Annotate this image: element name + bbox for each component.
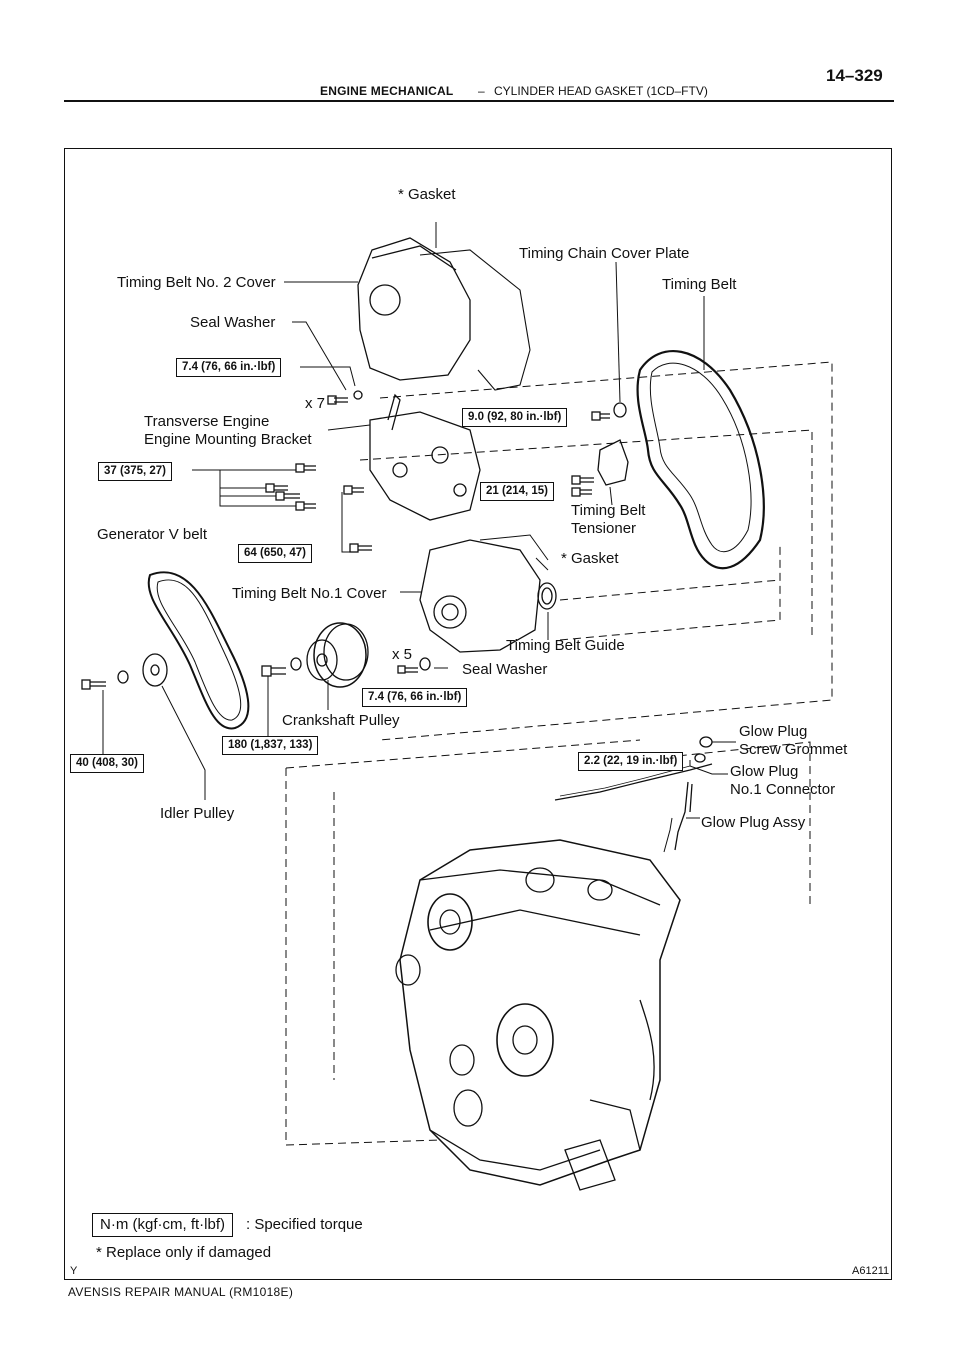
timing-belt-no2-cover-shape: [357, 237, 471, 381]
timing-belt-tensioner-shape: [597, 439, 629, 486]
page-number: 14–329: [826, 66, 883, 85]
label-crankshaft-pulley: Crankshaft Pulley: [282, 712, 400, 729]
header-rule: [64, 100, 894, 102]
torque-box-idler-pulley: 40 (408, 30): [70, 754, 145, 773]
torque-box-chain-cover-plate: 9.0 (92, 80 in.·lbf): [462, 408, 568, 427]
figure-id: A61211: [852, 1265, 890, 1277]
frame-corner-mark: Y: [70, 1265, 78, 1277]
label-glow-plug-grommet-line1: Glow Plug: [739, 723, 808, 740]
legend-unit-description: : Specified torque: [246, 1216, 363, 1233]
label-glow-plug-grommet-line2: Screw Grommet: [739, 741, 848, 758]
label-generator-v-belt: Generator V belt: [97, 526, 208, 543]
glow-plug-connector-shape: [554, 763, 713, 801]
torque-box-bracket-lower: 64 (650, 47): [238, 544, 313, 563]
torque-box-no1-cover: 7.4 (76, 66 in.·lbf): [362, 688, 468, 707]
header-separator: –: [478, 84, 485, 98]
label-timing-belt-no1-cover: Timing Belt No.1 Cover: [232, 585, 387, 602]
torque-box-crankshaft-pulley: 180 (1,837, 133): [222, 736, 319, 755]
label-transverse-engine: Transverse Engine: [144, 413, 270, 430]
label-glow-plug-connector-line2: No.1 Connector: [730, 781, 836, 798]
glow-plug-assy-shape: [674, 781, 693, 851]
label-seal-washer-top: Seal Washer: [190, 314, 276, 331]
torque-box-glow-plug: 2.2 (22, 19 in.·lbf): [578, 752, 684, 771]
label-idler-pulley: Idler Pulley: [160, 805, 235, 822]
torque-box-tensioner: 21 (214, 15): [480, 482, 555, 501]
generator-v-belt-shape: [147, 571, 250, 730]
label-x5: x 5: [392, 646, 413, 663]
timing-belt-no1-cover-shape: [419, 539, 541, 653]
label-gasket-mid: * Gasket: [561, 550, 619, 567]
label-timing-belt-guide: Timing Belt Guide: [506, 637, 625, 654]
label-glow-plug-assy: Glow Plug Assy: [701, 814, 806, 831]
gasket-top-shape: [419, 249, 531, 391]
torque-box-seal-washer-bolts: 7.4 (76, 66 in.·lbf): [176, 358, 282, 377]
legend-unit-box: N·m (kgf·cm, ft·lbf): [92, 1213, 233, 1237]
header-section: ENGINE MECHANICAL: [320, 84, 454, 98]
label-seal-washer-mid: Seal Washer: [462, 661, 548, 678]
label-timing-chain-cover-plate: Timing Chain Cover Plate: [519, 245, 690, 262]
label-timing-belt: Timing Belt: [662, 276, 737, 293]
timing-belt-shape: [636, 349, 765, 570]
engine-mounting-bracket-shape: [369, 411, 481, 521]
legend-replace-note: * Replace only if damaged: [96, 1244, 272, 1261]
label-timing-belt-tensioner-line2: Tensioner: [571, 520, 637, 537]
crankshaft-pulley-shape: [306, 622, 369, 688]
engine-block-shape: [395, 839, 681, 1191]
label-x7: x 7: [305, 395, 326, 412]
footer-manual-title: AVENSIS REPAIR MANUAL (RM1018E): [68, 1285, 294, 1299]
label-timing-belt-tensioner-line1: Timing Belt: [571, 502, 646, 519]
header-subsection: CYLINDER HEAD GASKET (1CD–FTV): [494, 84, 708, 98]
torque-box-bracket-bolts: 37 (375, 27): [98, 462, 173, 481]
label-timing-belt-no2-cover: Timing Belt No. 2 Cover: [117, 274, 276, 291]
figure-frame: [64, 148, 892, 1280]
label-engine-mounting-bracket: Engine Mounting Bracket: [144, 431, 312, 448]
label-glow-plug-connector-line1: Glow Plug: [730, 763, 799, 780]
label-gasket-top: * Gasket: [398, 186, 456, 203]
